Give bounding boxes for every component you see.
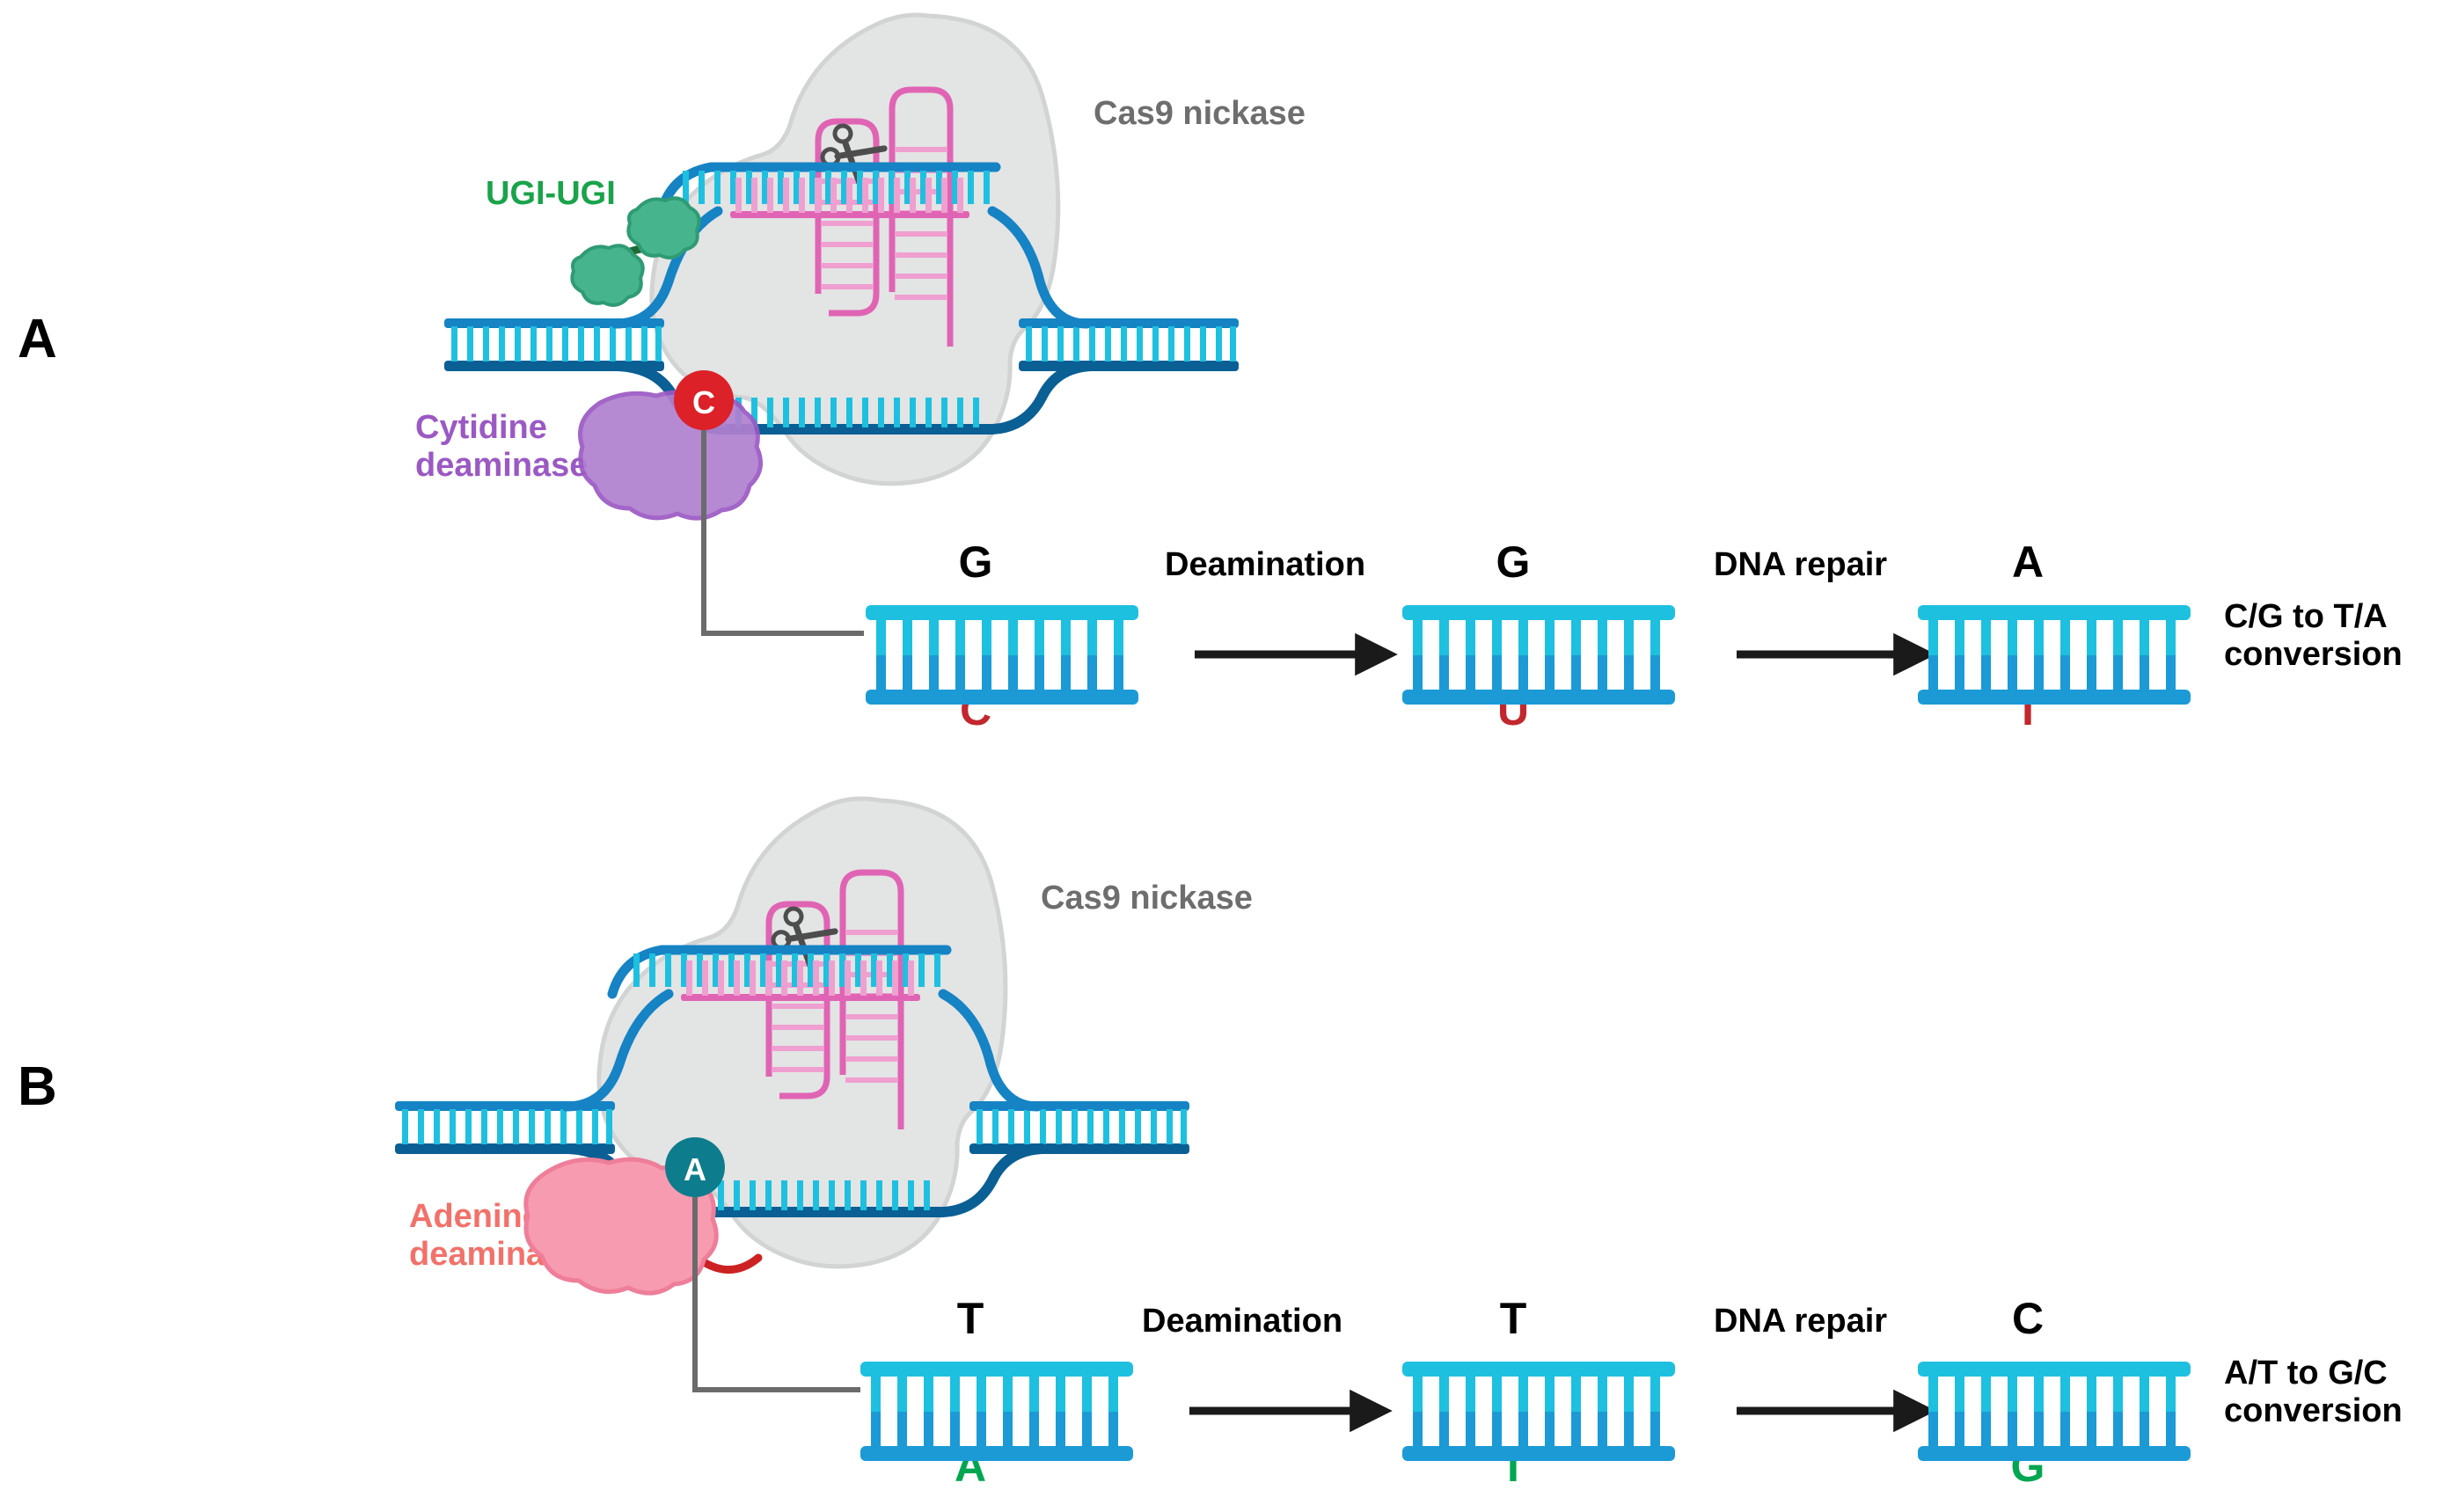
cas9-complex-panel-b: A — [395, 796, 1189, 1392]
step-top-base-a-1: G — [958, 537, 993, 587]
arrow-label-b-2: DNA repair — [1714, 1303, 1888, 1340]
pathway-duplex-b-1 — [860, 1362, 1133, 1461]
panel-letter-a: A — [18, 309, 57, 369]
dna-backbone-upper-b — [561, 989, 674, 1112]
conversion-result-b: A/T to G/C conversion — [2224, 1355, 2403, 1429]
pathway-duplex-b-2 — [1402, 1362, 1675, 1461]
pathway-duplex-b-3 — [1918, 1362, 2191, 1461]
target-base-letter-b: A — [684, 1151, 706, 1187]
target-base-circle-a — [674, 370, 734, 430]
leader-line-a — [701, 430, 864, 636]
ugi-ugi-label: UGI-UGI — [486, 175, 616, 212]
leader-line-b — [692, 1197, 860, 1392]
conversion-result-a: C/G to T/A conversion — [2224, 598, 2403, 673]
dna-backbone-lower-a — [612, 361, 1096, 435]
free-dna-right-b — [969, 1101, 1189, 1154]
dna-r-loop-top-b — [607, 945, 952, 1001]
dna-backbone-upper-right-b — [938, 989, 1042, 1112]
cas9-nickase-body-a — [649, 12, 1061, 486]
target-base-letter-a: C — [692, 384, 715, 420]
step-top-base-b-1: T — [956, 1294, 984, 1343]
cas9-complex-panel-a: C — [444, 12, 1239, 636]
cas9-nickase-label-a: Cas9 nickase — [1094, 95, 1306, 132]
cytidine-deaminase-blob — [578, 390, 763, 521]
pathway-panel-b — [860, 1362, 2191, 1461]
arrow-label-a-1: Deamination — [1165, 546, 1366, 583]
ugi-blob-2 — [626, 196, 701, 259]
cytidine-deaminase-label: Cytidine deaminase — [415, 409, 589, 484]
cas9-nickase-label-b: Cas9 nickase — [1041, 880, 1253, 917]
arrow-label-a-2: DNA repair — [1714, 546, 1888, 583]
dna-backbone-upper-right-a — [987, 206, 1092, 329]
pathway-duplex-a-2 — [1402, 605, 1675, 705]
target-base-circle-b — [665, 1137, 725, 1197]
ugi-blob-1 — [570, 244, 645, 307]
step-top-base-a-2: G — [1496, 537, 1531, 587]
step-top-base-b-2: T — [1499, 1294, 1527, 1343]
free-dna-right-a — [1019, 318, 1239, 371]
pathway-duplex-a-1 — [866, 605, 1138, 705]
step-top-base-b-3: C — [2011, 1294, 2045, 1343]
step-top-base-a-3: A — [2011, 537, 2045, 587]
panel-letter-b: B — [18, 1056, 57, 1117]
arrow-label-b-1: Deamination — [1142, 1303, 1343, 1340]
pathway-duplex-a-3 — [1918, 605, 2191, 705]
pathway-panel-a — [866, 605, 2191, 705]
